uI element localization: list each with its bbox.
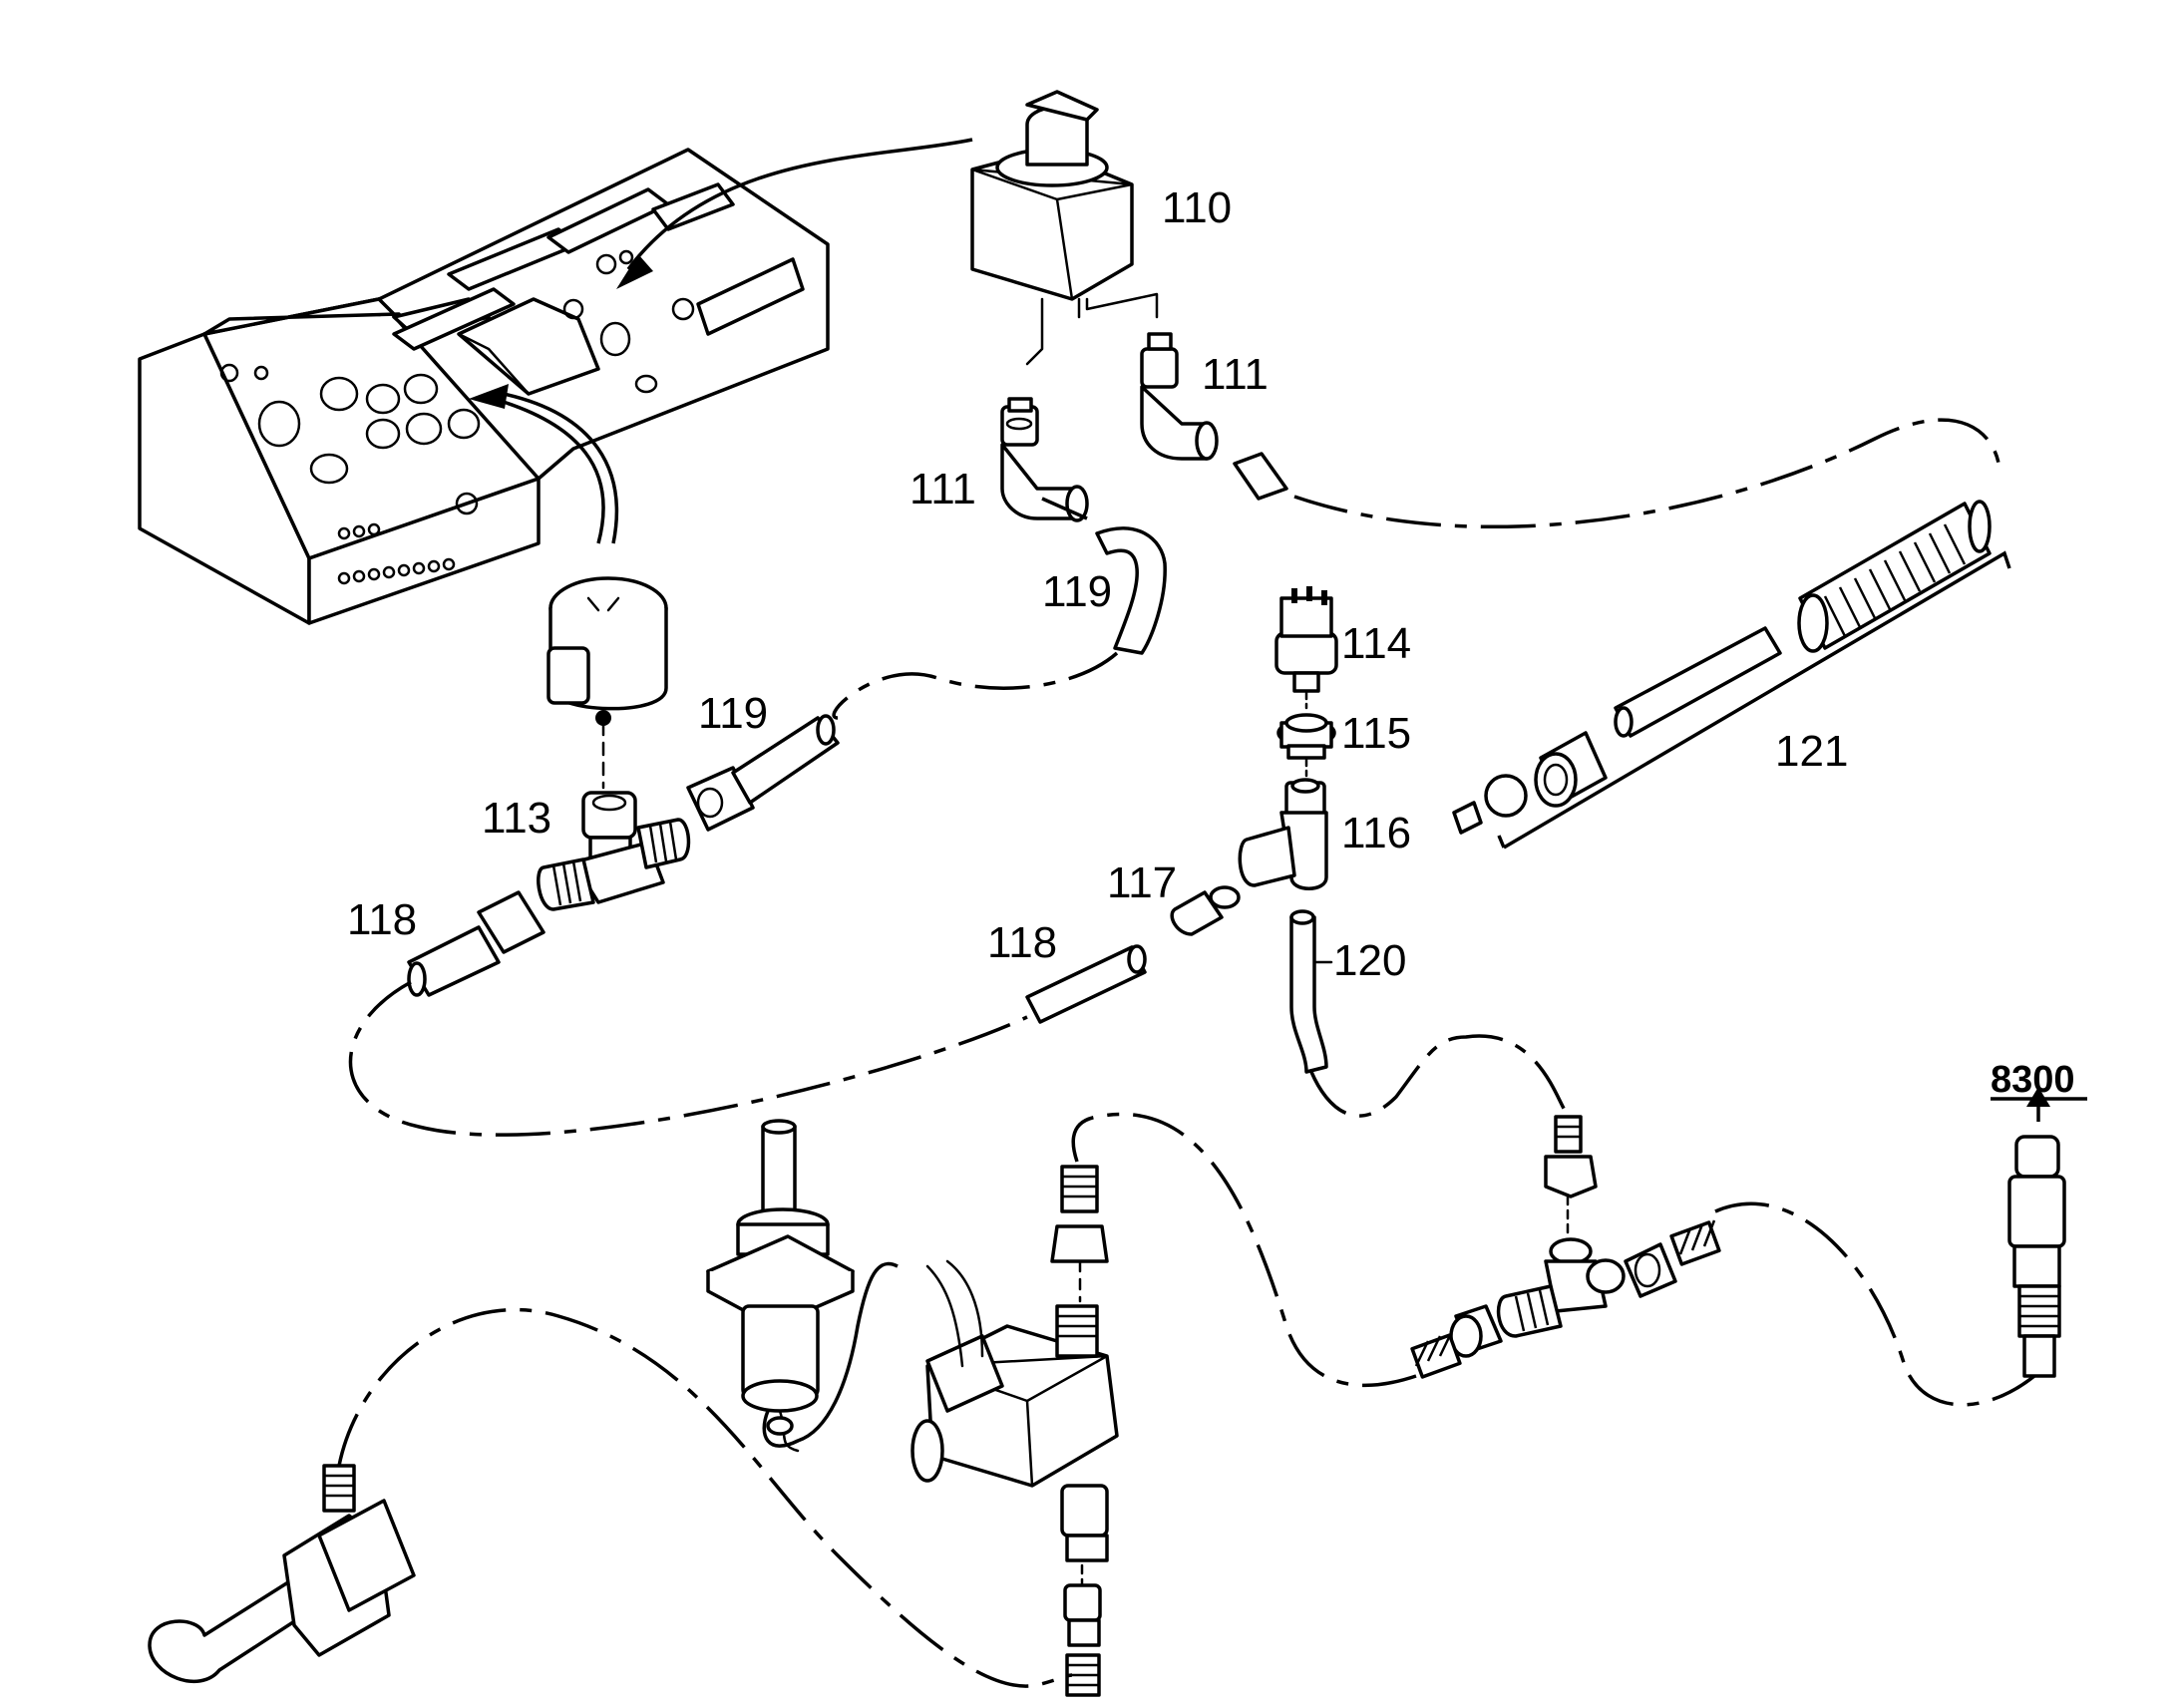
pressure-gauge-icon [546, 576, 668, 726]
fitting-117 [1170, 885, 1241, 936]
pressure-switch-114 [1274, 586, 1338, 693]
tee-fitting-113 [537, 791, 691, 911]
reference-8300: 8300 [1991, 1059, 2075, 1101]
callout-113: 113 [482, 794, 551, 843]
callout-121: 121 [1775, 727, 1848, 776]
callout-110: 110 [1162, 183, 1232, 232]
elbow-fitting-111-left [1000, 397, 1089, 522]
elbow-fitting-111-right [1140, 332, 1219, 461]
tee-fitting-116 [1238, 778, 1328, 890]
callout-115: 115 [1341, 709, 1411, 758]
callout-120: 120 [1333, 936, 1406, 985]
fitting-chain-right [2007, 1135, 2066, 1378]
callout-111-right: 111 [1202, 350, 1269, 399]
hose-assembly-121 [1452, 500, 2011, 850]
callout-118-right: 118 [987, 918, 1057, 967]
instrument-panel-icon [138, 148, 830, 625]
rotary-selector-switch-icon [970, 90, 1159, 366]
callout-116: 116 [1341, 809, 1411, 857]
callout-117: 117 [1107, 858, 1177, 907]
callout-114: 114 [1341, 619, 1411, 668]
tee-fitting-chain [1410, 1115, 1721, 1379]
gas-valve-icon [910, 1259, 1119, 1562]
valve-actuator [706, 1119, 855, 1453]
pilot-assembly-icon [148, 1464, 416, 1683]
callout-118-left: 118 [347, 895, 417, 944]
callout-111-left: 111 [909, 465, 976, 513]
callout-119-lower: 119 [698, 689, 768, 738]
adapter-115 [1276, 713, 1336, 760]
callout-119-upper: 119 [1042, 567, 1112, 616]
